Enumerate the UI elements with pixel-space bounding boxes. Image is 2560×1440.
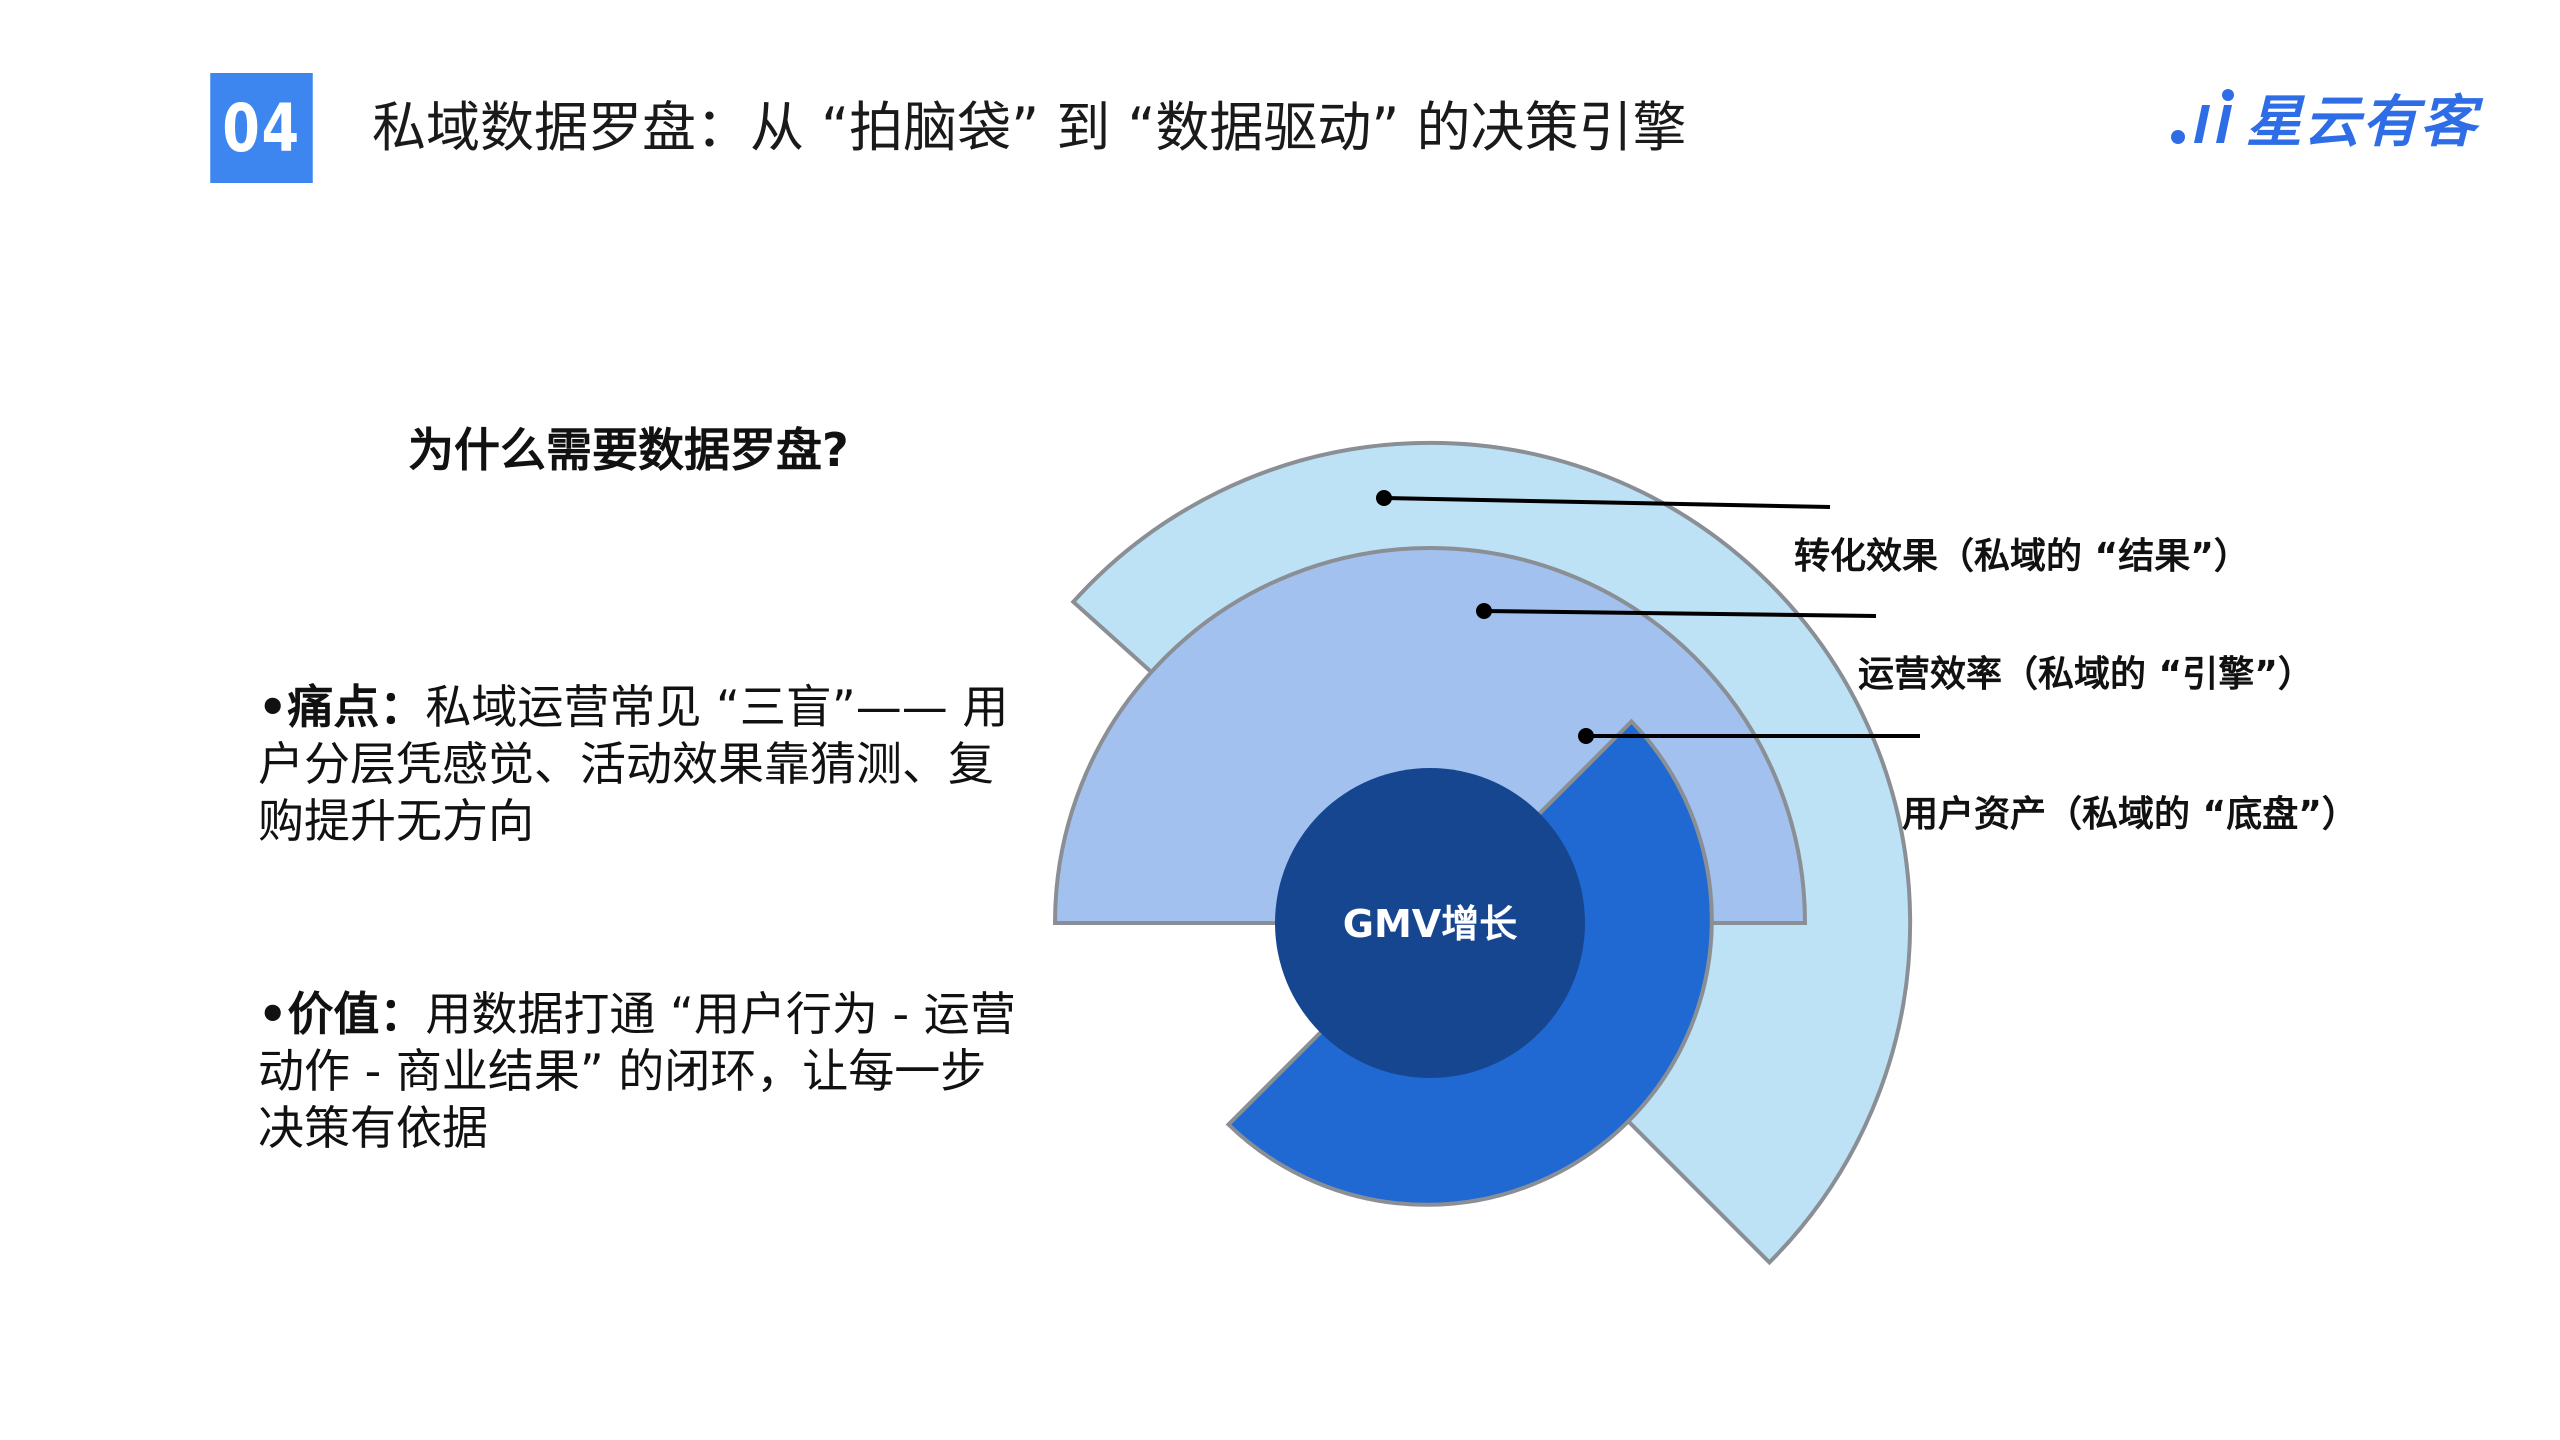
logo-text: 星云有客: [2246, 89, 2478, 155]
pain-point-text: 私域运营常见 “三盲”—— 用户分层凭感觉、活动效果靠猜测、复购提升无方向: [258, 680, 1009, 848]
gmv-center-label: GMV增长: [1343, 902, 1517, 946]
leader-dot-conversion: [1376, 490, 1392, 506]
ring-label-user-assets: 用户资产（私域的 “底盘”）: [1902, 794, 2358, 835]
pain-point-paragraph: •痛点：私域运营常见 “三盲”—— 用户分层凭感觉、活动效果靠猜测、复购提升无方…: [258, 679, 1018, 850]
leader-line-operation: [1483, 609, 1877, 618]
page-title: 私域数据罗盘：从 “拍脑袋” 到 “数据驱动” 的决策引擎: [372, 96, 1687, 159]
ring-label-conversion: 转化效果（私域的 “结果”）: [1794, 536, 2250, 577]
leader-dot-user-assets: [1578, 728, 1594, 744]
section-number-badge: 04: [210, 73, 313, 183]
value-paragraph: •价值：用数据打通 “用户行为 - 运营动作 - 商业结果” 的闭环，让每一步决…: [258, 986, 1018, 1157]
value-text: 用数据打通 “用户行为 - 运营动作 - 商业结果” 的闭环，让每一步决策有依据: [258, 987, 1016, 1155]
leader-line-conversion: [1383, 496, 1831, 509]
gmv-center-circle: [1275, 768, 1585, 1078]
section-question: 为什么需要数据罗盘?: [408, 423, 849, 477]
pain-point-lead: •痛点：: [258, 680, 426, 734]
value-lead: •价值：: [258, 987, 426, 1041]
leader-dot-operation: [1476, 603, 1492, 619]
logo-mark-icon: [2171, 89, 2234, 144]
brand-logo: 星云有客: [2166, 82, 2478, 155]
ring-label-operation: 运营效率（私域的 “引擎”）: [1858, 654, 2314, 695]
